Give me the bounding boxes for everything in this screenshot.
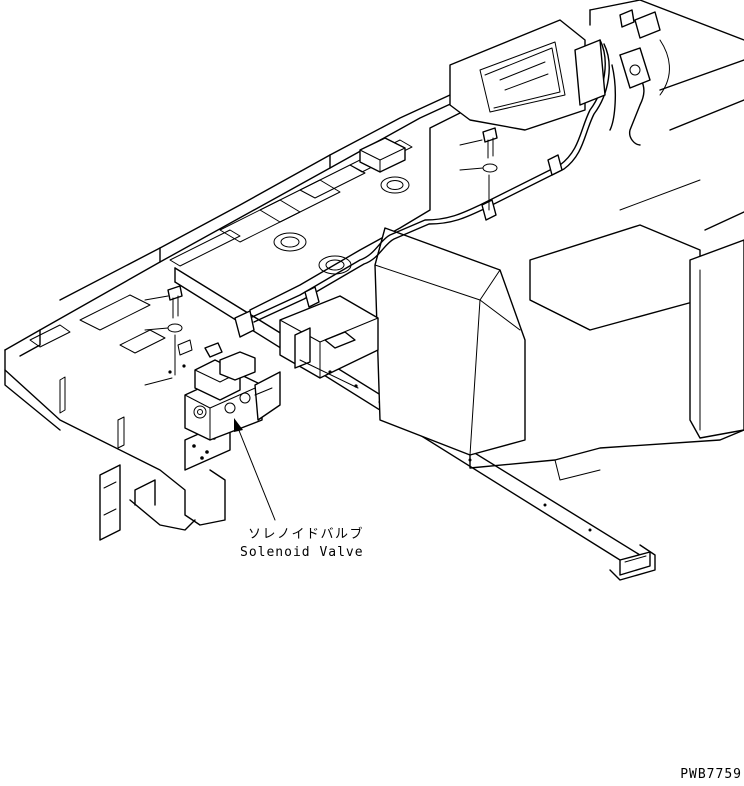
callout-leader (234, 418, 276, 521)
bolt-washer-upper (459, 127, 498, 211)
centre-bracket (279, 295, 379, 389)
callout-label-en: Solenoid Valve (240, 545, 364, 560)
drawing-number: PWB7759 (680, 767, 742, 782)
frame-outline (4, 94, 471, 526)
upper-console (449, 19, 586, 131)
right-floor (529, 0, 744, 439)
callout-label-jp: ソレノイドバルブ (248, 526, 364, 542)
bolt-washer-left (144, 285, 183, 386)
left-bracket (59, 376, 231, 541)
solenoid-valve (168, 339, 281, 441)
console-block (374, 227, 744, 481)
wiring-harness (234, 9, 670, 338)
